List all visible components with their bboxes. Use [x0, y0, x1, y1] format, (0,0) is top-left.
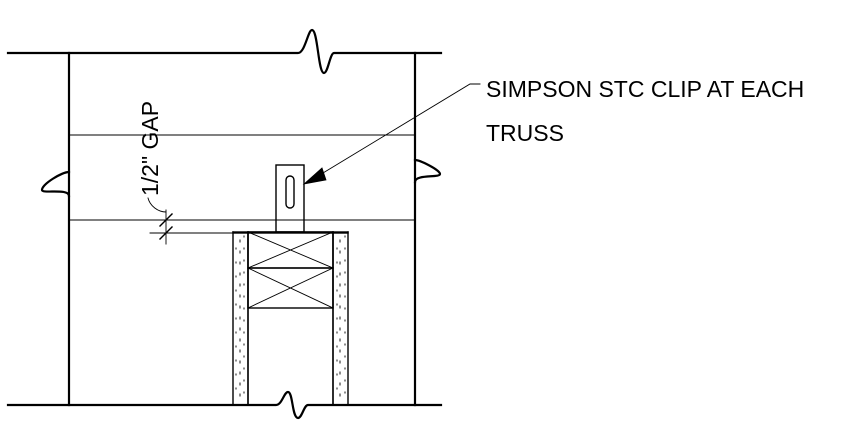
callout-line-1: SIMPSON STC CLIP AT EACH	[486, 76, 804, 102]
wall-gypsum-right	[332, 231, 349, 406]
callout-leader	[302, 83, 481, 185]
callout-line-2: TRUSS	[486, 120, 564, 146]
right-break-mark	[413, 158, 442, 184]
wall-gypsum-left	[232, 231, 249, 406]
top-plate-lower	[247, 267, 334, 309]
left-break-mark	[40, 170, 71, 198]
gap-label: 1/2" GAP	[137, 101, 163, 196]
bottom-plate-line	[6, 390, 443, 420]
top-chord-line	[6, 28, 443, 75]
top-plate-upper	[232, 231, 349, 269]
gap-dimension	[147, 197, 233, 245]
stc-clip	[275, 164, 305, 233]
callout-label: SIMPSON STC CLIP AT EACH TRUSS	[486, 76, 811, 146]
